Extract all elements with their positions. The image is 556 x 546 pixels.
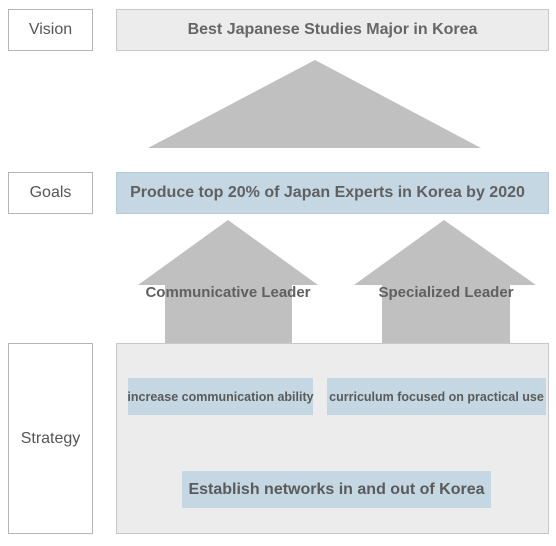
specialized-leader-text: Specialized Leader xyxy=(378,283,514,301)
communicative-leader-house-arrow xyxy=(138,220,318,348)
goals-label-text: Goals xyxy=(29,184,72,201)
goal-box: Produce top 20% of Japan Experts in Kore… xyxy=(116,172,549,214)
vision-text: Best Japanese Studies Major in Korea xyxy=(187,21,478,38)
specialized-leader-house-arrow xyxy=(354,220,536,348)
strategy-networks-text: Establish networks in and out of Korea xyxy=(188,480,485,498)
goals-row-label: Goals xyxy=(8,172,93,214)
strategy-communication-box: increase communication ability xyxy=(127,378,314,415)
strategy-curriculum-text: curriculum focused on practical use xyxy=(329,389,544,404)
specialized-leader-label: Specialized Leader xyxy=(348,280,544,304)
strategy-communication-text: increase communication ability xyxy=(127,389,314,404)
vision-box: Best Japanese Studies Major in Korea xyxy=(116,9,549,51)
strategy-networks-box: Establish networks in and out of Korea xyxy=(182,471,491,508)
strategy-label-text: Strategy xyxy=(20,429,81,447)
vision-label-text: Vision xyxy=(28,21,73,38)
vision-roof-arrow xyxy=(148,60,481,148)
goal-text: Produce top 20% of Japan Experts in Kore… xyxy=(130,184,525,201)
vision-row-label: Vision xyxy=(8,9,93,51)
communicative-leader-text: Communicative Leader xyxy=(145,283,311,301)
strategy-row-label: Strategy xyxy=(8,343,93,534)
strategy-curriculum-box: curriculum focused on practical use xyxy=(327,378,546,415)
communicative-leader-label: Communicative Leader xyxy=(130,280,326,304)
